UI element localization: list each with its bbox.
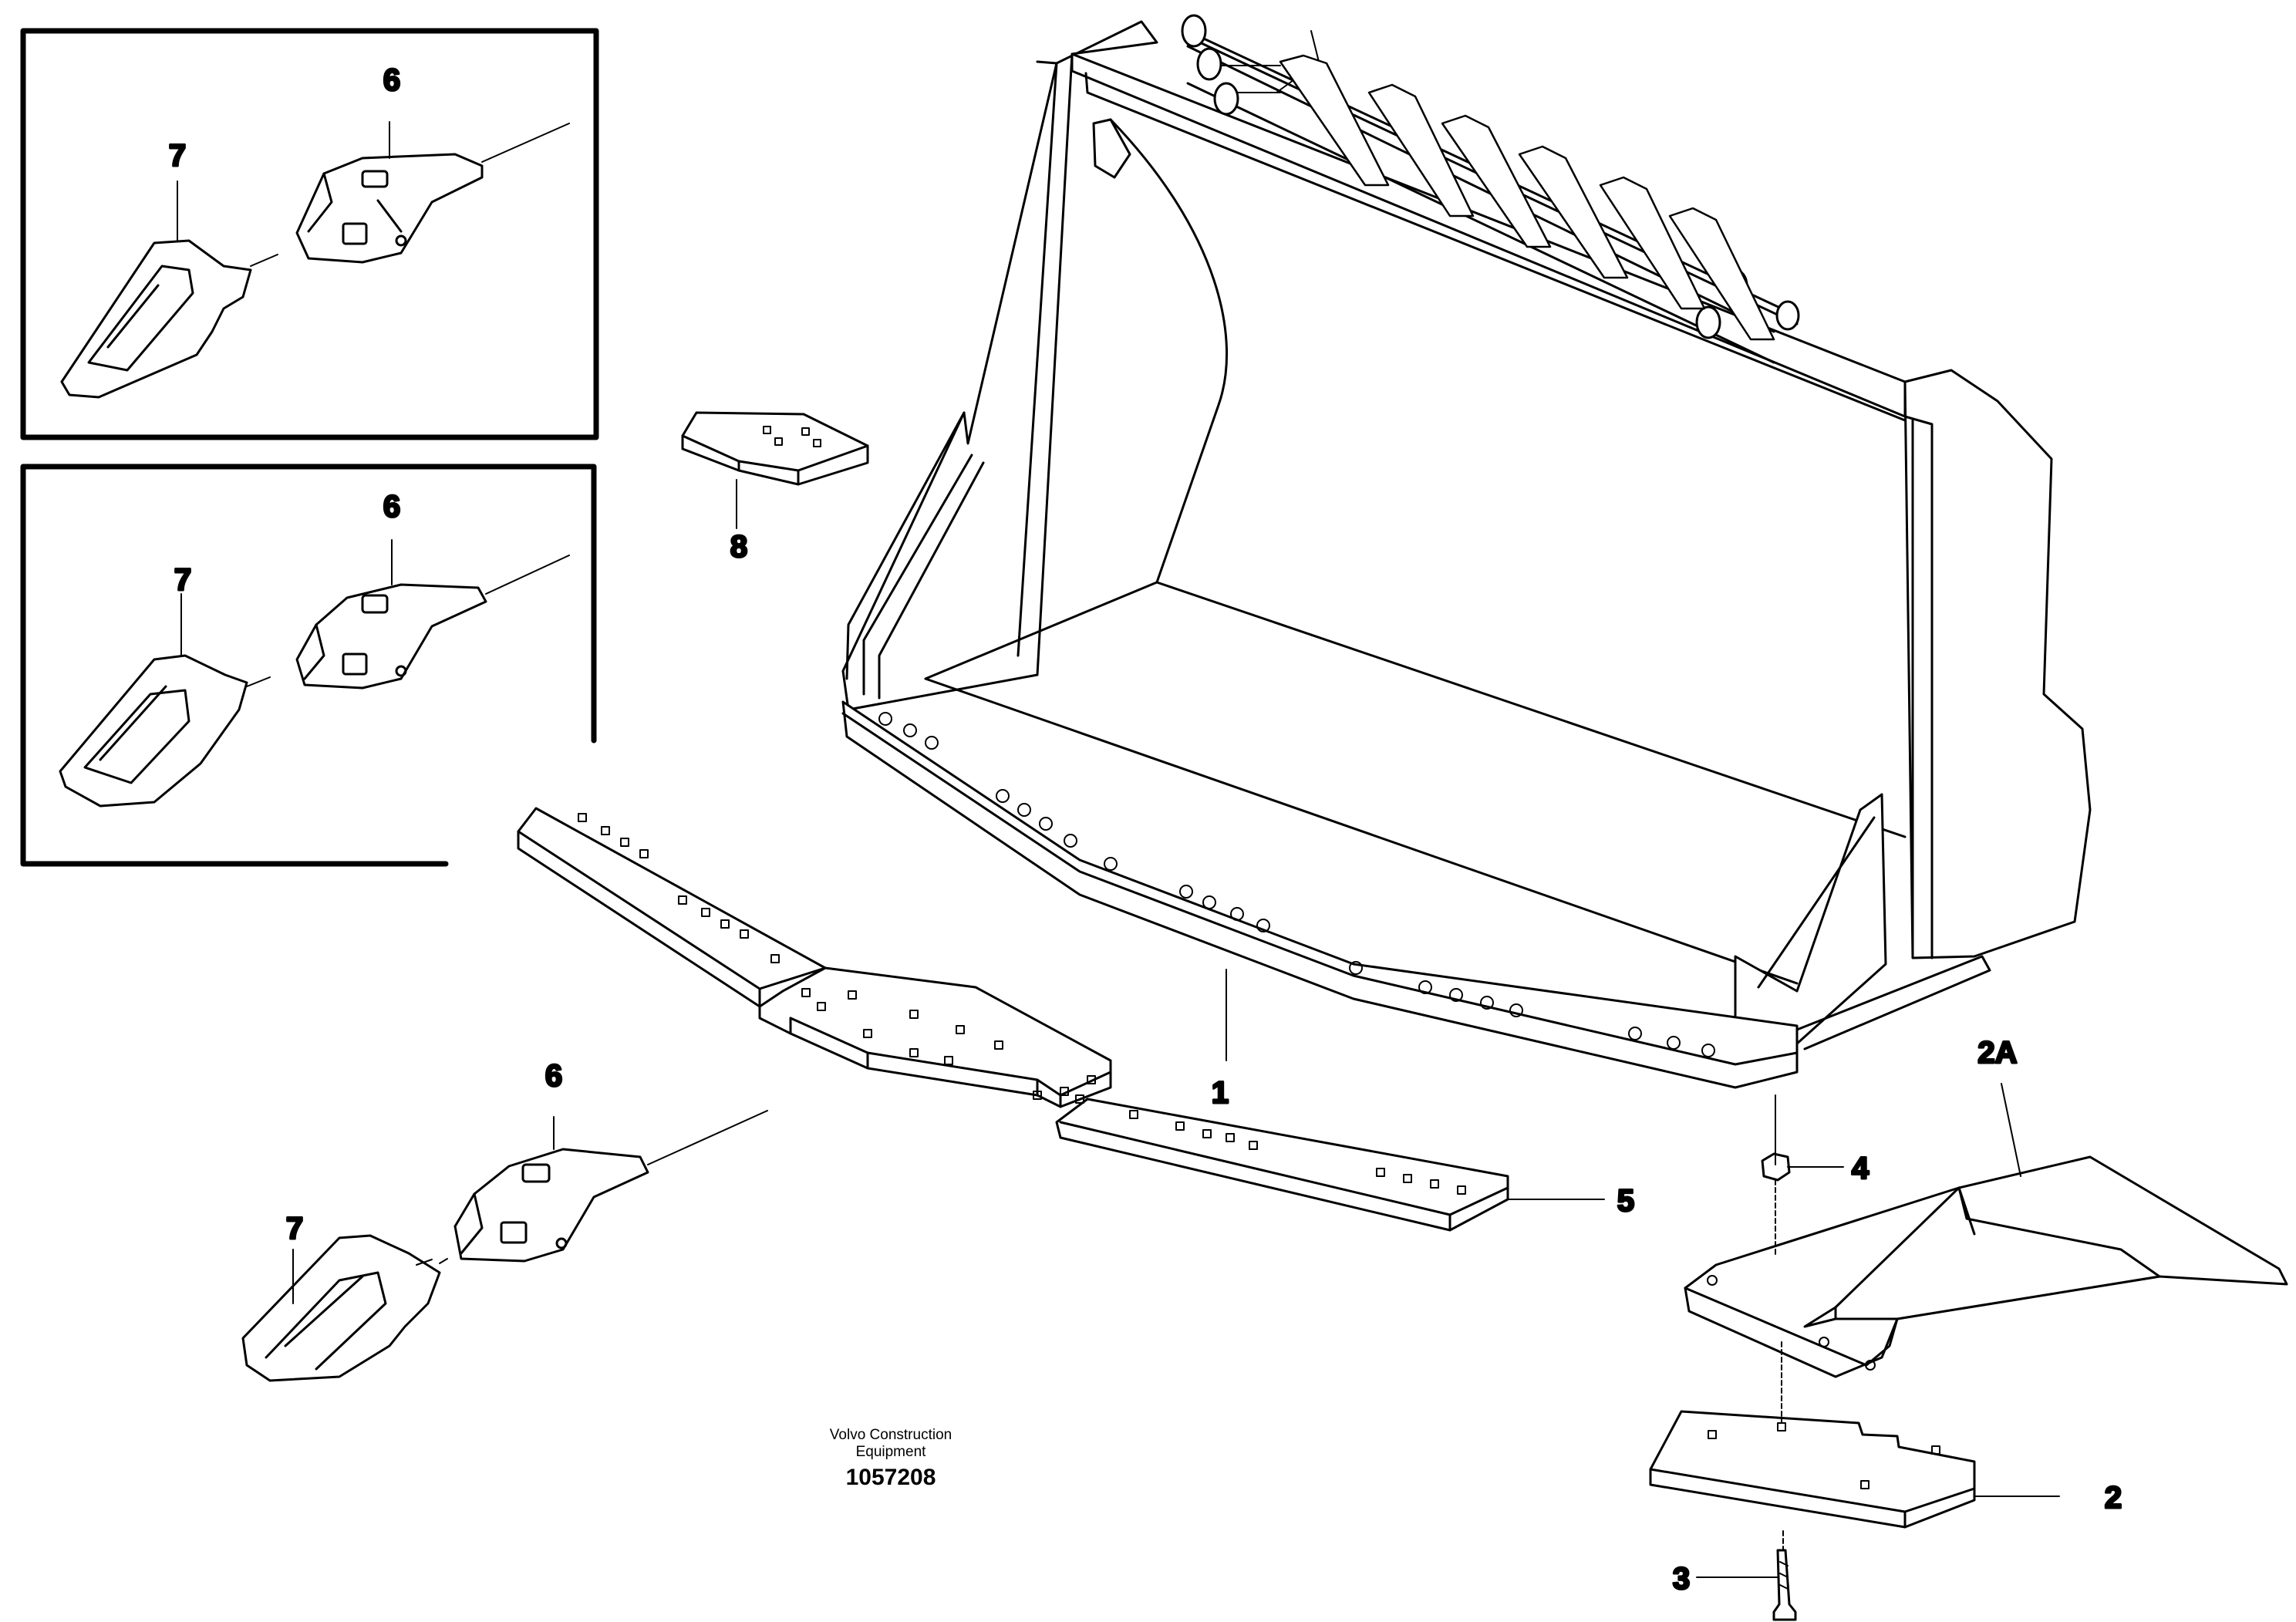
bucket-1: 1 bbox=[841, 14, 2092, 1111]
callout-1: 1 bbox=[1212, 1076, 1229, 1110]
callout-2A: 2A bbox=[1977, 1036, 2017, 1070]
screw-3: 3 bbox=[1671, 1530, 1797, 1621]
callout-8: 8 bbox=[730, 530, 747, 564]
callout-6-inset2: 6 bbox=[383, 490, 400, 524]
callout-2: 2 bbox=[2105, 1481, 2122, 1515]
manufacturer-line2: Equipment bbox=[856, 1444, 927, 1460]
tooth-holder-6-inset2 bbox=[295, 539, 570, 690]
tooth-holder-6-main: 6 bbox=[453, 1058, 768, 1263]
tooth-7-inset1 bbox=[60, 180, 278, 399]
lip-bolt-holes bbox=[878, 712, 1715, 1057]
callout-7-inset2: 7 bbox=[174, 563, 191, 597]
callout-6-inset1: 6 bbox=[383, 63, 400, 97]
callout-3: 3 bbox=[1673, 1562, 1690, 1596]
hinge-brackets bbox=[1279, 54, 1775, 341]
callout-6-main: 6 bbox=[545, 1059, 562, 1093]
inset-box-1: 6 7 bbox=[20, 28, 599, 440]
tooth-holder-6-inset1 bbox=[295, 121, 570, 264]
tooth-7-main: 7 bbox=[241, 1211, 448, 1382]
segment-8: 8 bbox=[681, 411, 869, 565]
cutting-edge-5: 5 bbox=[517, 807, 1636, 1232]
callout-7-inset1: 7 bbox=[169, 139, 186, 173]
edge-bolt-squares bbox=[578, 813, 1466, 1195]
inset-box-2: 6 7 bbox=[20, 464, 597, 867]
wear-plate-assembly-2A: 2A bbox=[1684, 1035, 2288, 1378]
manufacturer-line1: Volvo Construction bbox=[830, 1427, 952, 1443]
nut-4: 4 bbox=[1761, 1094, 1870, 1258]
wear-plate-2: 2 bbox=[1649, 1341, 2123, 1529]
callout-7-main: 7 bbox=[286, 1212, 303, 1246]
callout-4: 4 bbox=[1852, 1152, 1870, 1185]
drawing-footer: Volvo Construction Equipment 1057208 bbox=[830, 1427, 952, 1490]
drawing-number: 1057208 bbox=[846, 1465, 936, 1490]
tooth-7-inset2 bbox=[59, 593, 271, 808]
callout-5: 5 bbox=[1617, 1184, 1634, 1218]
